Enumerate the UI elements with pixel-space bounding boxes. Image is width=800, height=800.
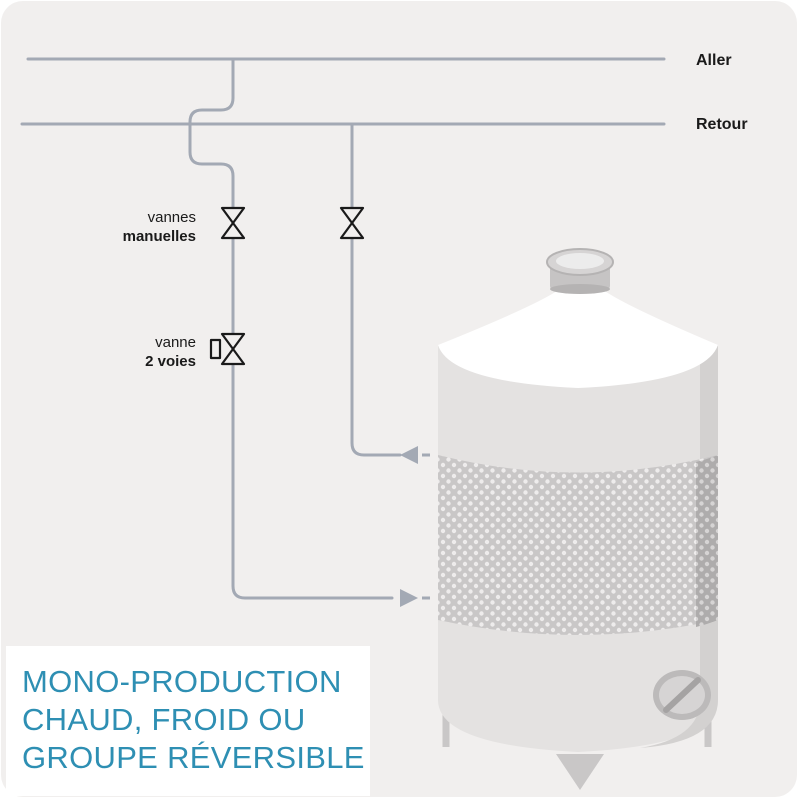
manual-valve-left-icon (220, 206, 246, 240)
two-way-valve-label-line1: vanne (155, 334, 196, 351)
manual-valves-label: vannes manuelles (123, 208, 196, 246)
caption-line-3: GROUPE RÉVERSIBLE (22, 740, 365, 775)
tank-hatch-lid-top (556, 253, 604, 269)
two-way-valve-label: vanne 2 voies (145, 333, 196, 371)
supply-branch-pipe (188, 57, 394, 600)
caption-line-1: MONO-PRODUCTION (22, 664, 342, 699)
return-branch-pipe (350, 122, 402, 457)
supply-inlet-arrow (400, 589, 418, 607)
supply-label: Aller (696, 52, 732, 69)
manway-handle (663, 677, 701, 713)
cooling-jacket-shade (696, 455, 718, 627)
manual-valves-label-line2: manuelles (122, 228, 196, 245)
tank (438, 248, 718, 790)
caption-box: MONO-PRODUCTION CHAUD, FROID OU GROUPE R… (6, 646, 370, 796)
pipes (20, 57, 666, 600)
manual-valves-label-line1: vannes (147, 209, 196, 226)
tank-hatch-base (550, 284, 610, 294)
tank-bottom-cone (556, 754, 604, 790)
two-way-valve-label-line2: 2 voies (145, 353, 196, 370)
cooling-jacket (438, 455, 718, 635)
two-way-valve-icon (209, 332, 246, 366)
return-label: Retour (696, 116, 748, 133)
caption-line-2: CHAUD, FROID OU (22, 702, 306, 737)
tank-roof (438, 283, 718, 388)
return-inlet-arrow (400, 446, 418, 464)
manual-valve-right-icon (339, 206, 365, 240)
